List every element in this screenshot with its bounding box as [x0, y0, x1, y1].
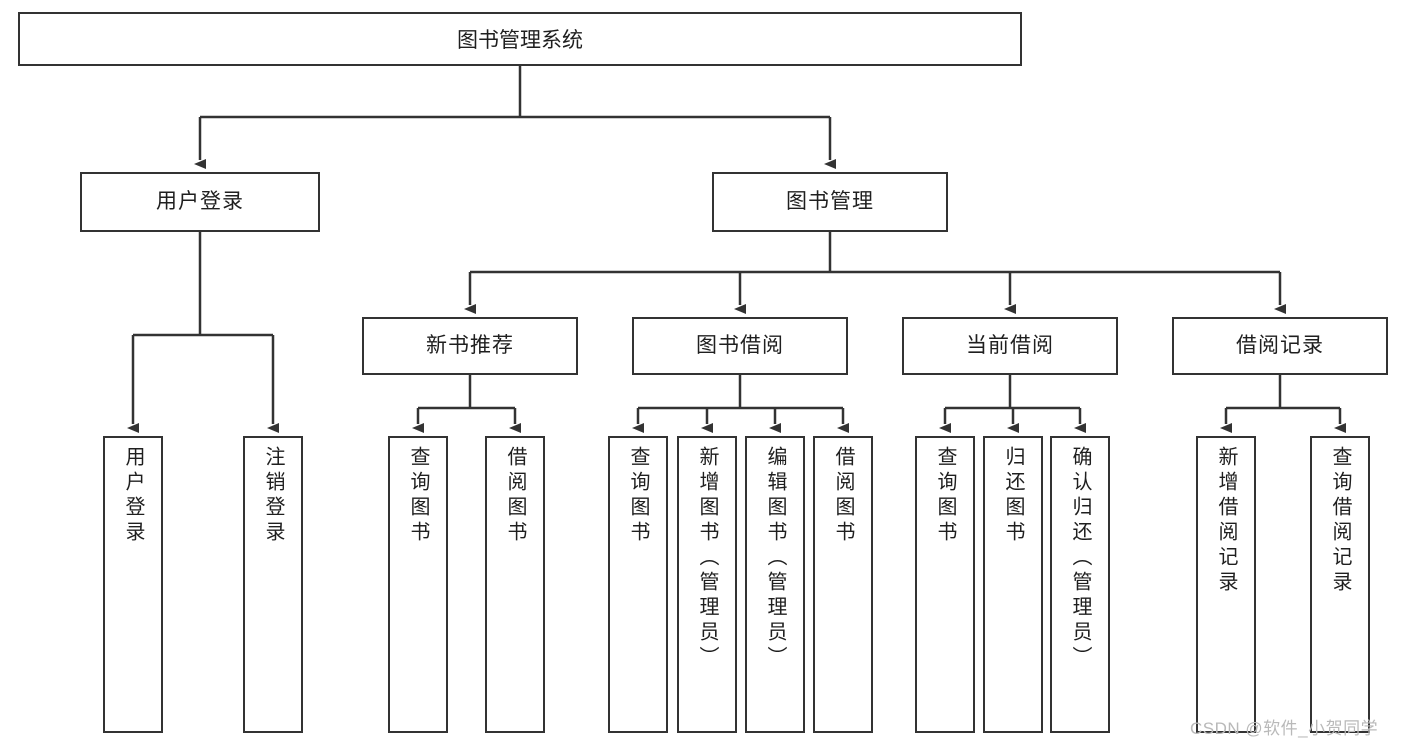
node-book-manage-label: 图书管理	[786, 190, 874, 214]
node-root-label: 图书管理系统	[457, 29, 583, 52]
node-leaf-borrow-book-2-label: 借阅图书	[832, 446, 854, 546]
node-leaf-borrow-book-1[interactable]: 借阅图书	[485, 436, 545, 733]
node-leaf-logout-label: 注销登录	[262, 446, 284, 546]
node-leaf-add-book[interactable]: 新增图书（管理员）	[677, 436, 737, 733]
node-leaf-query-book-1-label: 查询图书	[407, 446, 429, 546]
node-user-login-label: 用户登录	[156, 190, 244, 214]
node-leaf-query-record[interactable]: 查询借阅记录	[1310, 436, 1370, 733]
node-leaf-confirm-return-label: 确认归还（管理员）	[1069, 446, 1091, 671]
node-leaf-query-book-1[interactable]: 查询图书	[388, 436, 448, 733]
node-leaf-return-book[interactable]: 归还图书	[983, 436, 1043, 733]
node-book-borrow-label: 图书借阅	[696, 334, 784, 358]
node-leaf-query-book-2[interactable]: 查询图书	[608, 436, 668, 733]
watermark: CSDN @软件_小贺同学	[1190, 719, 1379, 738]
node-leaf-logout[interactable]: 注销登录	[243, 436, 303, 733]
node-leaf-edit-book[interactable]: 编辑图书（管理员）	[745, 436, 805, 733]
node-book-borrow[interactable]: 图书借阅	[632, 317, 848, 375]
node-current-borrow[interactable]: 当前借阅	[902, 317, 1118, 375]
node-user-login[interactable]: 用户登录	[80, 172, 320, 232]
node-leaf-return-book-label: 归还图书	[1002, 446, 1024, 546]
node-leaf-query-book-3[interactable]: 查询图书	[915, 436, 975, 733]
node-book-manage[interactable]: 图书管理	[712, 172, 948, 232]
node-borrow-record[interactable]: 借阅记录	[1172, 317, 1388, 375]
node-leaf-user-login[interactable]: 用户登录	[103, 436, 163, 733]
node-leaf-query-book-3-label: 查询图书	[934, 446, 956, 546]
node-leaf-query-book-2-label: 查询图书	[627, 446, 649, 546]
node-current-borrow-label: 当前借阅	[966, 334, 1054, 358]
node-leaf-add-book-label: 新增图书（管理员）	[696, 446, 718, 671]
node-root[interactable]: 图书管理系统	[18, 12, 1022, 66]
node-leaf-add-record[interactable]: 新增借阅记录	[1196, 436, 1256, 733]
node-new-book-recommend-label: 新书推荐	[426, 334, 514, 358]
node-borrow-record-label: 借阅记录	[1236, 334, 1324, 358]
node-leaf-user-login-label: 用户登录	[122, 446, 144, 546]
node-leaf-add-record-label: 新增借阅记录	[1215, 446, 1237, 596]
node-leaf-borrow-book-2[interactable]: 借阅图书	[813, 436, 873, 733]
node-leaf-confirm-return[interactable]: 确认归还（管理员）	[1050, 436, 1110, 733]
node-new-book-recommend[interactable]: 新书推荐	[362, 317, 578, 375]
node-leaf-edit-book-label: 编辑图书（管理员）	[764, 446, 786, 671]
node-leaf-query-record-label: 查询借阅记录	[1329, 446, 1351, 596]
node-leaf-borrow-book-1-label: 借阅图书	[504, 446, 526, 546]
